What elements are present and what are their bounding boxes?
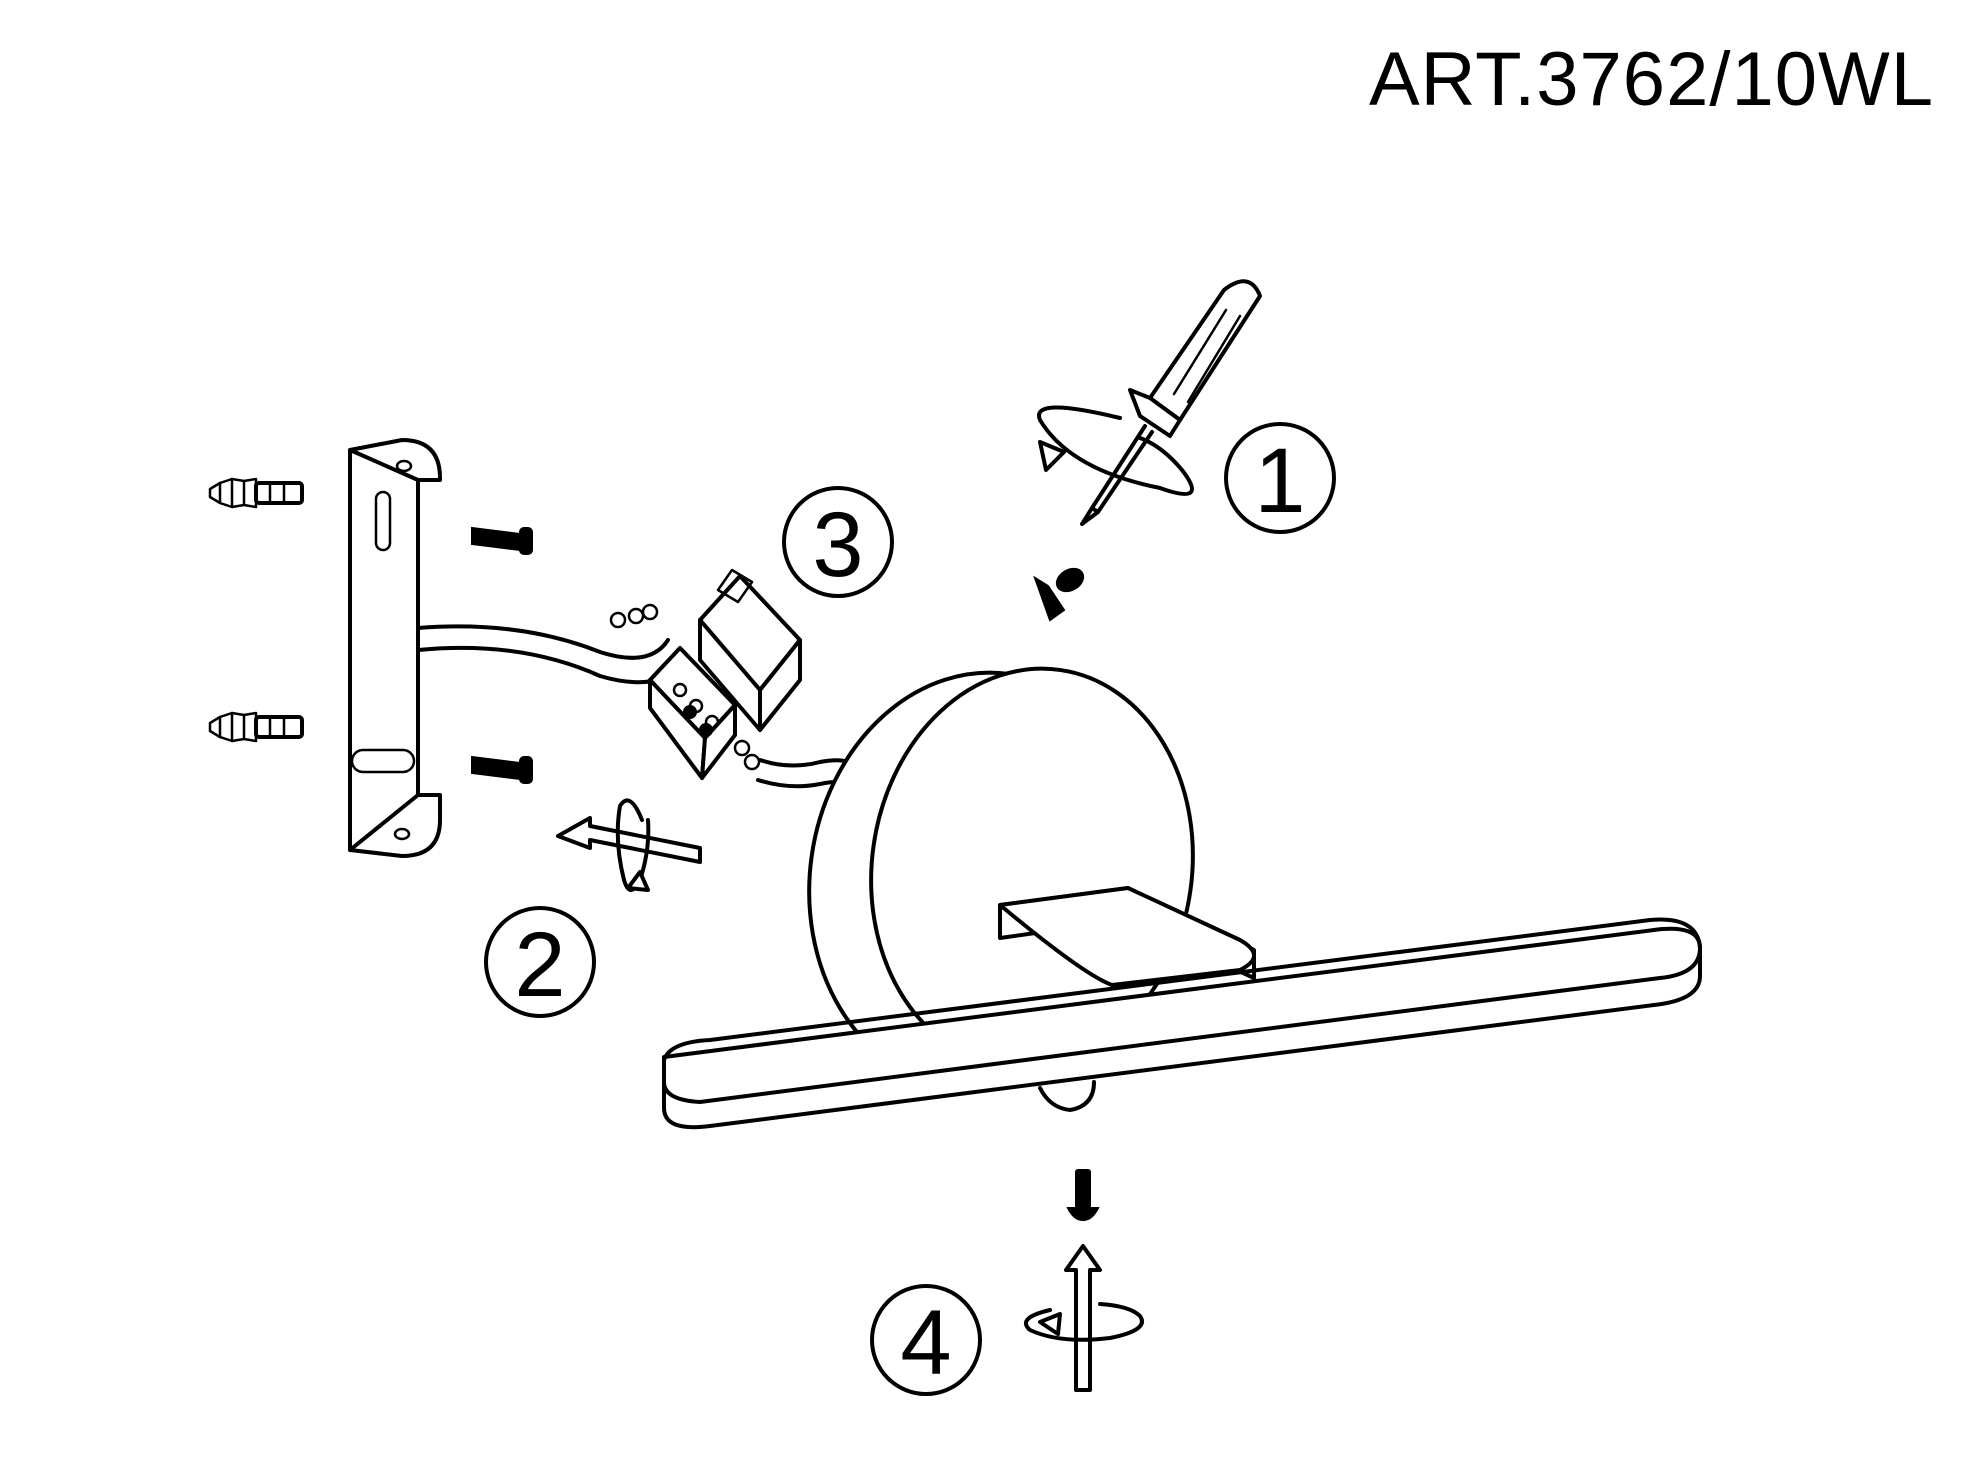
screw-bracket-top — [471, 526, 533, 555]
step-2-number: 2 — [514, 914, 565, 1016]
screw-cover — [1033, 567, 1085, 622]
step-1-number: 1 — [1254, 430, 1305, 532]
step-3-number: 3 — [812, 494, 863, 596]
wall-plug-bottom — [208, 711, 304, 743]
lamp-arm — [998, 886, 1256, 987]
arrow-step4-icon — [1024, 1244, 1144, 1392]
wall-plug-top — [208, 477, 304, 509]
screw-bracket-bottom — [471, 755, 533, 784]
step-3-badge: 3 — [782, 486, 894, 598]
step-4-badge: 4 — [870, 1284, 982, 1396]
rotate-arrow-step1-icon — [1037, 405, 1194, 496]
arrow-step2-icon — [556, 798, 702, 892]
terminal-cover — [698, 568, 802, 732]
article-number: ART.3762/10WL — [1368, 37, 1934, 122]
screwdriver-icon — [1080, 279, 1262, 526]
step-1-badge: 1 — [1224, 422, 1336, 534]
terminal-block — [609, 603, 761, 780]
step-2-badge: 2 — [484, 906, 596, 1018]
screw-bottom — [1066, 1169, 1100, 1222]
supply-cable — [416, 624, 692, 685]
wall-bracket — [348, 438, 442, 858]
light-bar — [662, 917, 1702, 1130]
step-4-number: 4 — [900, 1292, 951, 1394]
